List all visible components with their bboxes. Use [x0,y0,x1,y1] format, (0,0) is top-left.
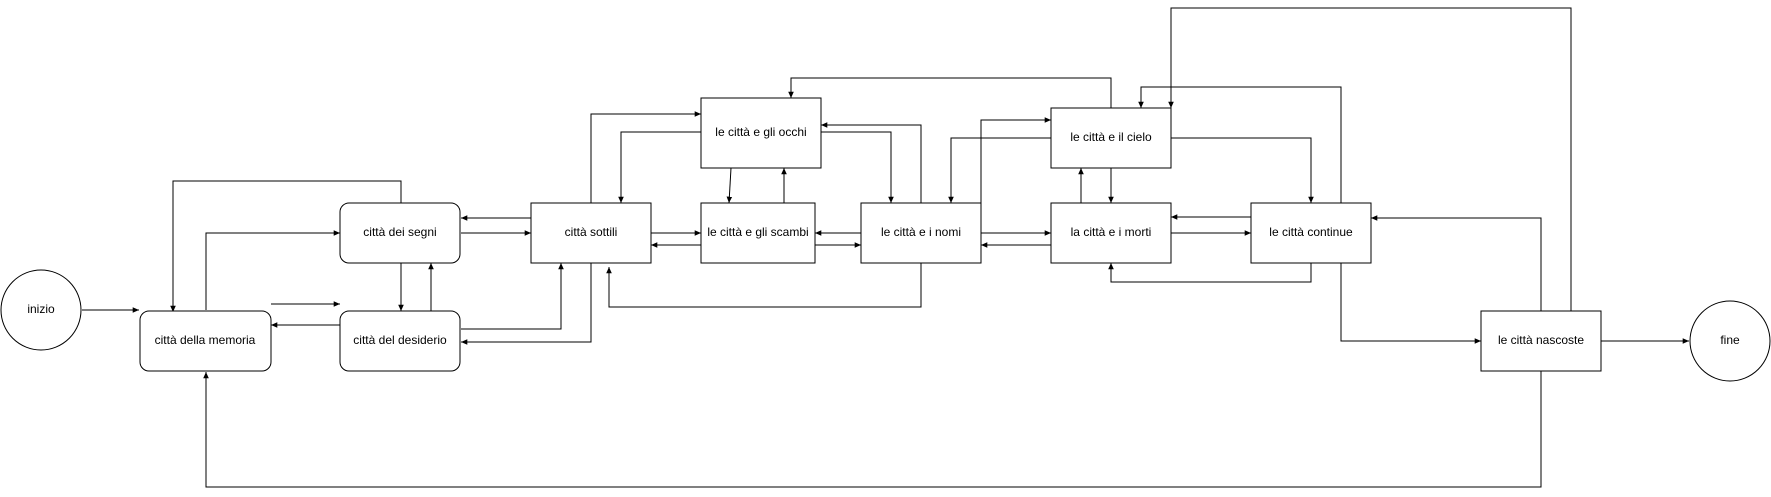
node-citta-dei-segni: città dei segni [339,202,461,264]
node-citta-del-desiderio: città del desiderio [339,310,461,372]
node-citta-sottili-shape [530,202,652,264]
node-inizio: inizio [0,269,82,351]
edge-occhi-scambi [726,167,733,204]
node-le-citta-e-i-nomi: le città e i nomi [860,202,982,264]
node-citta-del-desiderio-label: città del desiderio [353,333,447,347]
node-la-citta-e-i-morti: la città e i morti [1050,202,1172,264]
node-la-citta-e-i-morti-label: la città e i morti [1071,225,1152,239]
node-fine-shape [1689,300,1771,382]
node-inizio-shape [0,269,82,351]
node-citta-della-memoria: città della memoria [139,310,272,372]
node-le-citta-e-il-cielo: le città e il cielo [1050,107,1172,169]
edge-nascoste-cielo [1168,7,1572,311]
node-le-citta-nascoste-label: le città nascoste [1498,333,1584,347]
node-le-citta-nascoste-shape [1480,310,1602,372]
edge-cielo-nomi [948,137,1051,203]
node-le-citta-continue-shape [1250,202,1372,264]
node-le-citta-continue: le città continue [1250,202,1372,264]
node-citta-dei-segni-shape [339,202,461,264]
edge-segni-memoria [170,180,402,312]
edge-nomi-occhi [821,122,922,203]
node-citta-della-memoria-shape [139,310,272,372]
edge-nascoste-memoria [203,371,1542,488]
edge-cielo-occhi [788,77,1112,108]
edge-continue-morti-lower [1108,263,1312,283]
node-le-citta-e-i-nomi-label: le città e i nomi [881,225,961,239]
edges [82,7,1689,488]
node-citta-dei-segni-label: città dei segni [363,225,436,239]
edge-occhi-sottili [618,131,701,203]
node-inizio-label: inizio [27,302,55,316]
node-le-citta-e-gli-occhi: le città e gli occhi [700,97,822,169]
node-citta-della-memoria-label: città della memoria [155,333,256,347]
edge-sottili-occhi [590,111,701,203]
node-le-citta-e-gli-occhi-shape [700,97,822,169]
node-le-citta-continue-label: le città continue [1269,225,1353,239]
node-citta-sottili: città sottili [530,202,652,264]
node-le-citta-nascoste: le città nascoste [1480,310,1602,372]
edge-occhi-nomi [821,131,894,203]
node-citta-sottili-label: città sottili [565,225,618,239]
node-le-citta-e-il-cielo-label: le città e il cielo [1070,130,1152,144]
edge-nascoste-continue [1371,215,1542,311]
node-le-citta-e-i-nomi-shape [860,202,982,264]
edge-continue-cielo [1138,86,1342,203]
node-le-citta-e-gli-occhi-label: le città e gli occhi [715,125,806,139]
edge-memoria-segni [205,230,340,310]
edge-nomi-cielo [980,117,1051,203]
edge-cielo-continue [1171,137,1314,203]
edge-nomi-sottili [606,263,922,308]
node-le-citta-e-gli-scambi-label: le città e gli scambi [707,225,808,239]
edge-desiderio-sottili [461,263,564,330]
node-le-citta-e-gli-scambi: le città e gli scambi [700,202,816,264]
node-citta-del-desiderio-shape [339,310,461,372]
node-la-citta-e-i-morti-shape [1050,202,1172,264]
edge-sottili-desiderio [461,263,592,345]
node-le-citta-e-il-cielo-shape [1050,107,1172,169]
node-fine: fine [1689,300,1771,382]
node-fine-label: fine [1720,333,1740,347]
edge-continue-nascoste [1340,263,1481,344]
node-le-citta-e-gli-scambi-shape [700,202,816,264]
